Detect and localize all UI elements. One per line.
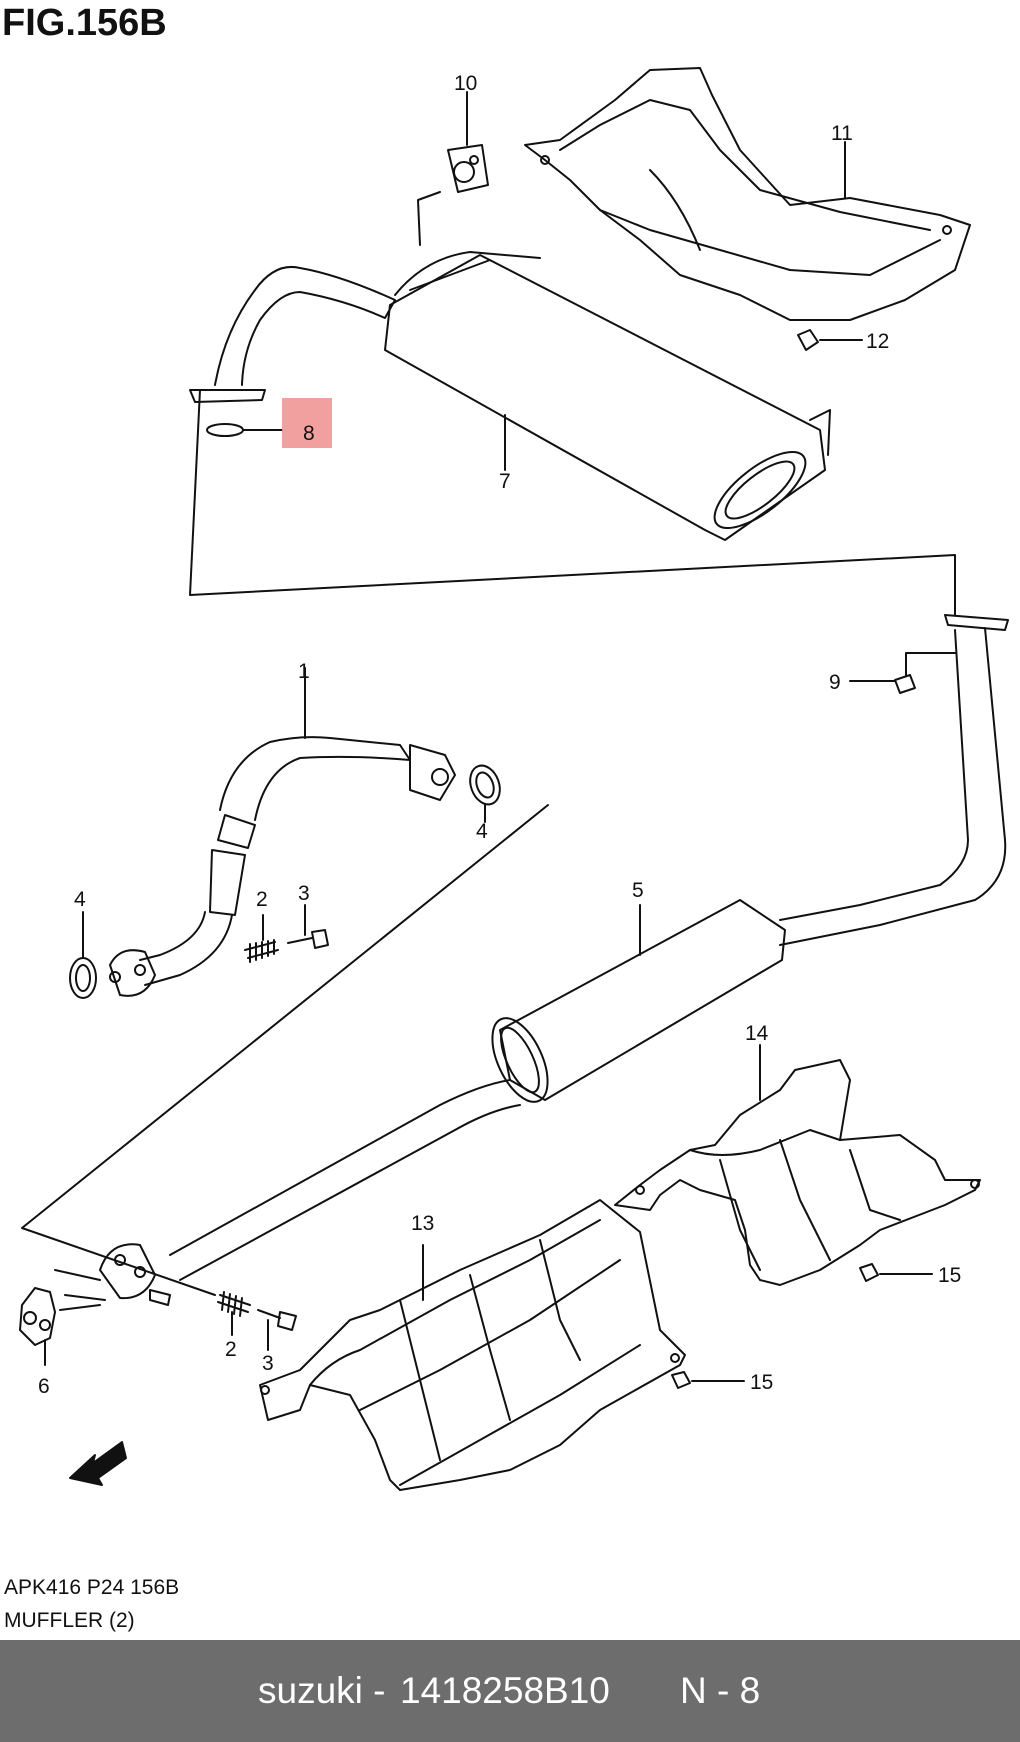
front-flange[interactable] <box>54 1243 171 1311</box>
caption-code: APK416 P24 156B <box>4 1576 180 1599</box>
part-15-nut-lower[interactable] <box>671 1371 745 1389</box>
part-5-center-muffler[interactable] <box>169 614 1009 1281</box>
part-3-bolt-lower[interactable] <box>257 1309 297 1351</box>
callout-3-upper: 3 <box>298 882 310 905</box>
part-15-nut-upper[interactable] <box>859 1263 933 1282</box>
rear-group-outline <box>189 389 956 616</box>
figure-title: FIG.156B <box>2 2 167 44</box>
caption-name: MUFFLER (2) <box>4 1609 135 1632</box>
callout-13: 13 <box>411 1212 434 1235</box>
callout-6: 6 <box>38 1375 50 1398</box>
part-6-hanger[interactable] <box>19 1287 56 1366</box>
part-4-gasket-lower[interactable] <box>69 911 97 999</box>
callout-1: 1 <box>298 660 310 683</box>
front-group-outline <box>21 804 549 1296</box>
part-9-nut[interactable] <box>849 652 956 694</box>
highlight-box <box>282 398 332 448</box>
callout-2-lower: 2 <box>225 1338 237 1361</box>
part-2-spring-lower[interactable] <box>217 1291 251 1336</box>
part-3-bolt-upper[interactable] <box>287 904 329 949</box>
callout-8: 8 <box>303 422 315 445</box>
callout-10: 10 <box>454 72 477 95</box>
callout-3-lower: 3 <box>262 1352 274 1375</box>
footer-brand: suzuki - <box>258 1670 386 1711</box>
part-12-nut[interactable] <box>797 329 863 351</box>
callout-12: 12 <box>866 330 889 353</box>
part-14-front-heat-shield[interactable] <box>614 1044 981 1286</box>
callout-11: 11 <box>831 122 853 145</box>
footer-reference: N - 8 <box>680 1670 761 1711</box>
footer-bar: suzuki - 1418258B10 N - 8 <box>0 1640 1020 1742</box>
fwd-arrow-icon: FWD <box>69 1441 127 1486</box>
part-2-spring-upper[interactable] <box>244 914 279 963</box>
callout-7: 7 <box>499 470 511 493</box>
callout-5: 5 <box>632 879 644 902</box>
callout-4-lower: 4 <box>74 888 86 911</box>
callout-14: 14 <box>745 1022 769 1045</box>
footer-part-number: 1418258B10 <box>400 1670 610 1711</box>
part-13-center-heat-shield[interactable] <box>259 1199 686 1491</box>
part-1-front-pipe[interactable] <box>109 667 456 997</box>
callout-4-upper: 4 <box>476 820 488 843</box>
callout-9: 9 <box>829 671 841 694</box>
part-10-hanger-rubber[interactable] <box>447 144 489 193</box>
part-4-gasket-upper[interactable] <box>465 761 505 823</box>
part-11-rear-heat-shield[interactable] <box>524 67 971 321</box>
callout-15-upper: 15 <box>938 1264 961 1287</box>
part-7-rear-muffler[interactable] <box>189 191 831 541</box>
exhaust-diagram: FWD 10 11 12 8 7 9 1 4 4 2 3 5 14 13 15 … <box>19 67 1009 1491</box>
callout-2-upper: 2 <box>256 888 268 911</box>
callout-15-lower: 15 <box>750 1371 773 1394</box>
part-8-gasket[interactable] <box>206 398 332 448</box>
